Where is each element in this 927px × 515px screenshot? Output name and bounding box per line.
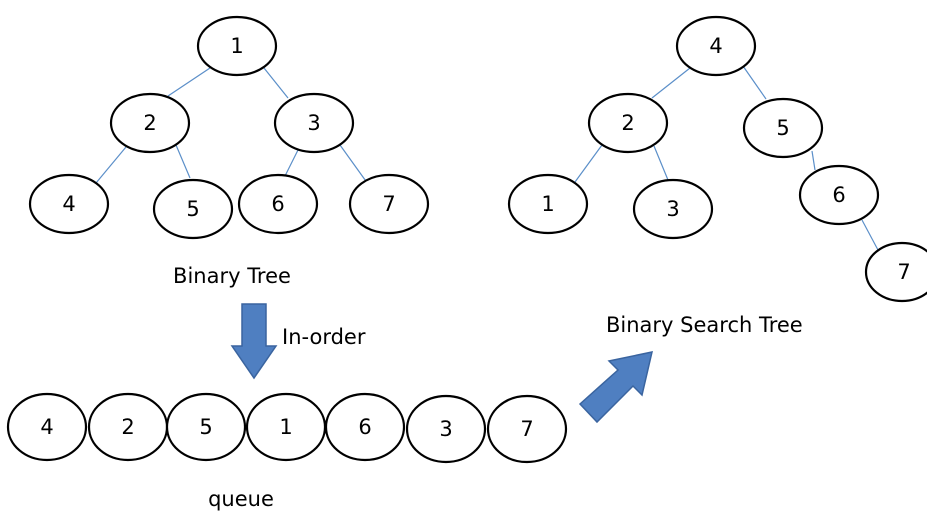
queue-item: 2: [87, 392, 169, 462]
edge-bst-4-5: [742, 65, 767, 100]
bst-node-label: 3: [666, 197, 679, 221]
edge-bt-3-6: [283, 149, 299, 179]
binary-tree: 1 2 3 4 5 6 7: [28, 15, 430, 240]
queue-label: queue: [208, 487, 274, 511]
bt-node: 2: [109, 92, 191, 154]
bst-node: 2: [587, 92, 669, 154]
queue-item-label: 1: [279, 415, 292, 439]
bt-node-label: 3: [307, 111, 320, 135]
bst-node: 7: [864, 241, 927, 303]
bt-node: 3: [273, 92, 355, 154]
bt-node: 5: [152, 178, 234, 240]
traversal-label: In-order: [282, 325, 366, 349]
queue-item-label: 6: [358, 415, 371, 439]
bst-node-label: 5: [776, 116, 789, 140]
bst-node-label: 4: [709, 34, 722, 58]
bt-node-label: 7: [382, 192, 395, 216]
bst-edges: [574, 65, 879, 251]
edge-bst-5-6: [811, 150, 816, 171]
bst-node-label: 6: [832, 183, 845, 207]
queue-item-label: 2: [121, 415, 134, 439]
queue-item-label: 5: [199, 415, 212, 439]
edge-bt-3-7: [339, 144, 369, 185]
queue-item-label: 4: [40, 415, 53, 439]
edge-bst-6-7: [861, 219, 879, 251]
bst-label: Binary Search Tree: [606, 313, 803, 337]
bst-node: 1: [507, 173, 589, 235]
queue-item: 7: [486, 394, 568, 464]
queue-item: 6: [324, 392, 406, 462]
queue-item: 5: [165, 392, 247, 462]
bst-node-label: 1: [541, 192, 554, 216]
bt-node-label: 2: [143, 111, 156, 135]
binary-search-tree: 4 2 5 1 3 6 7: [507, 15, 927, 303]
bt-node-label: 5: [186, 197, 199, 221]
bst-node: 4: [675, 15, 757, 77]
diagonal-arrow-icon: [578, 351, 653, 424]
edge-bt-1-3: [263, 67, 289, 99]
bt-node: 1: [196, 15, 278, 77]
bt-node: 7: [348, 173, 430, 235]
bt-node: 4: [28, 173, 110, 235]
queue-item: 3: [405, 394, 487, 464]
edge-bst-2-3: [653, 145, 669, 181]
bt-node-label: 6: [271, 192, 284, 216]
bst-node: 6: [798, 164, 880, 226]
bst-node-label: 2: [621, 111, 634, 135]
edge-bst-2-1: [574, 144, 603, 183]
queue-item: 1: [245, 392, 327, 462]
edge-bt-2-5: [175, 144, 191, 179]
bst-node: 3: [632, 178, 714, 240]
edge-bt-1-2: [167, 67, 211, 97]
down-arrow-icon: [230, 303, 278, 380]
queue-item-label: 3: [439, 417, 452, 441]
binary-tree-edges: [95, 67, 369, 185]
bst-node-label: 7: [897, 260, 910, 284]
bt-node: 6: [237, 173, 319, 235]
edge-bst-4-2: [651, 67, 691, 99]
edge-bt-2-4: [95, 146, 127, 184]
queue-item: 4: [6, 392, 88, 462]
queue: 4 2 5 1 6 3 7: [6, 392, 568, 464]
bt-node-label: 1: [230, 34, 243, 58]
binary-tree-label: Binary Tree: [173, 264, 291, 288]
bst-node: 5: [742, 97, 824, 159]
queue-item-label: 7: [520, 417, 533, 441]
bt-node-label: 4: [62, 192, 75, 216]
